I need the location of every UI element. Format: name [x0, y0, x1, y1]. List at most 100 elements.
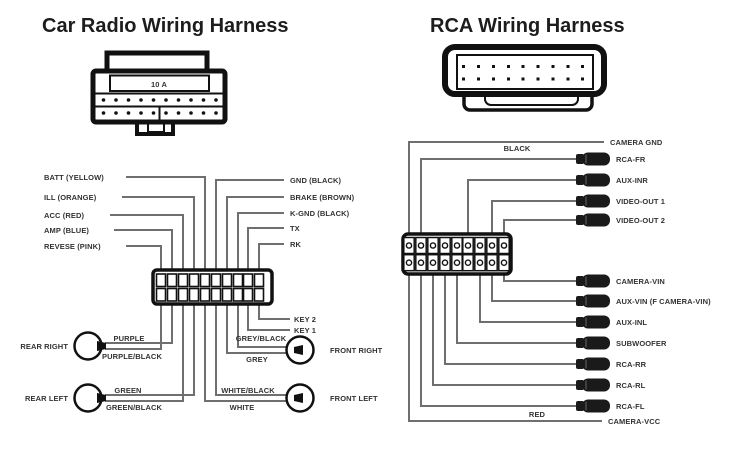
wire-video-out-1 — [491, 200, 578, 240]
output-label-camera-vin: CAMERA-VIN — [616, 276, 665, 286]
rca-plug-icon — [576, 357, 610, 371]
wire-purple — [105, 304, 173, 344]
wire-label-white: WHITE — [229, 403, 255, 412]
car-radio-connector — [90, 50, 228, 136]
wire-camera-vin — [503, 268, 578, 282]
wire-batt-yellow — [126, 176, 206, 270]
wire-aux-vin — [491, 268, 578, 302]
rca-connector-pins — [462, 65, 584, 81]
wire-grey-black — [237, 304, 295, 348]
pin-label-rk: RK — [290, 239, 302, 249]
speaker-icons — [73, 331, 315, 413]
wire-aux-inl — [479, 268, 578, 323]
output-label-camera-vcc: CAMERA-VCC — [608, 416, 661, 426]
output-label-camera-gnd: CAMERA GND — [610, 137, 663, 147]
wire-acc-red — [110, 214, 184, 270]
wire-green-black — [105, 304, 184, 402]
wire-label-purple-black: PURPLE/BLACK — [102, 351, 162, 361]
wire-tx — [247, 227, 284, 270]
rca-block-connector — [401, 232, 513, 276]
wire-rk — [258, 243, 284, 270]
speaker-label-rear-right: REAR RIGHT — [20, 341, 68, 351]
pin-label-reverse: REVESE (PINK) — [44, 241, 101, 251]
wire-reverse-pink — [126, 245, 162, 270]
wire-video-out-2 — [503, 219, 578, 240]
fuse-slot — [109, 74, 210, 92]
rca-plug-icon — [576, 194, 610, 208]
speaker-icon-front-left — [285, 383, 315, 413]
speaker-icon-front-right — [285, 335, 315, 365]
output-label-aux-inr: AUX-INR — [616, 175, 648, 185]
output-label-video-out-2: VIDEO-OUT 2 — [616, 215, 666, 225]
iso-block-connector — [151, 268, 274, 306]
wire-gnd-black — [215, 179, 284, 270]
wire-camera-vcc — [408, 268, 602, 422]
rca-plug-icon — [576, 274, 610, 288]
rca-plug-icon — [576, 152, 610, 166]
output-label-aux-vin: AUX-VIN (F CAMERA-VIN) — [616, 296, 711, 306]
rca-plug-icon — [576, 336, 610, 350]
wire-brake-brown — [226, 196, 284, 270]
wire-label-grey-black: GREY/BLACK — [235, 334, 287, 343]
wire-purple-black — [105, 304, 162, 350]
rca-plug-icon — [576, 315, 610, 329]
key1-label: KEY 1 — [294, 325, 317, 335]
rca-connector-inner — [456, 54, 594, 90]
wire-key2 — [258, 304, 290, 320]
wire-label-white-black: WHITE/BLACK — [221, 386, 275, 395]
pin-label-gnd: GND (BLACK) — [290, 175, 342, 185]
rca-plug-icon — [576, 213, 610, 227]
wire-camera-gnd — [408, 141, 604, 240]
pin-label-acc: ACC (RED) — [44, 210, 85, 220]
rca-block-cells — [403, 236, 510, 272]
wire-aux-inr — [467, 179, 578, 240]
wire-white-black — [215, 304, 295, 396]
speaker-icon-rear-right — [73, 331, 106, 361]
rca-plug-icons — [576, 152, 610, 413]
wire-key1 — [247, 304, 290, 331]
wire-label-green-black: GREEN/BLACK — [105, 403, 163, 412]
key2-label: KEY 2 — [294, 314, 317, 324]
wire-kgnd-black — [237, 212, 284, 270]
speaker-label-rear-left: REAR LEFT — [25, 393, 68, 403]
pin-label-ill: ILL (ORANGE) — [44, 192, 97, 202]
car-radio-title: Car Radio Wiring Harness — [42, 15, 289, 37]
wire-ill-orange — [122, 196, 195, 270]
speaker-icon-rear-left — [73, 383, 106, 413]
pin-label-batt: BATT (YELLOW) — [44, 172, 104, 182]
rca-plug-icon — [576, 173, 610, 187]
wire-white — [204, 304, 295, 402]
connector-pins — [101, 98, 218, 115]
wire-color-label-black: BLACK — [503, 143, 531, 153]
rca-connector — [442, 44, 607, 112]
wire-subwoofer — [456, 268, 578, 344]
pin-label-tx: TX — [290, 223, 300, 233]
rca-plug-icon — [576, 399, 610, 413]
output-label-rca-rr: RCA-RR — [616, 359, 647, 369]
wire-rca-fr — [420, 158, 578, 240]
wire-rca-rl — [432, 268, 578, 386]
wire-color-label-red: RED — [528, 409, 546, 419]
output-label-rca-rl: RCA-RL — [616, 380, 646, 390]
rca-title: RCA Wiring Harness — [430, 15, 625, 37]
wire-grey — [226, 304, 295, 354]
wire-rca-fl — [420, 268, 578, 407]
wire-label-purple: PURPLE — [113, 334, 145, 343]
pin-label-kgnd: K-GND (BLACK) — [290, 208, 350, 218]
wire-label-green: GREEN — [114, 386, 142, 395]
iso-block-cells — [155, 273, 265, 302]
pin-label-amp: AMP (BLUE) — [44, 225, 90, 235]
output-label-rca-fr: RCA-FR — [616, 154, 646, 164]
wire-amp-blue — [114, 229, 173, 270]
output-label-rca-fl: RCA-FL — [616, 401, 645, 411]
wire-label-grey: GREY — [246, 355, 268, 364]
output-label-subwoofer: SUBWOOFER — [616, 338, 667, 348]
output-label-aux-inl: AUX-INL — [616, 317, 648, 327]
rca-plug-icon — [576, 294, 610, 308]
output-label-video-out-1: VIDEO-OUT 1 — [616, 196, 666, 206]
speaker-label-front-left: FRONT LEFT — [330, 393, 378, 403]
speaker-label-front-right: FRONT RIGHT — [330, 345, 383, 355]
car-radio-wires — [105, 176, 295, 402]
